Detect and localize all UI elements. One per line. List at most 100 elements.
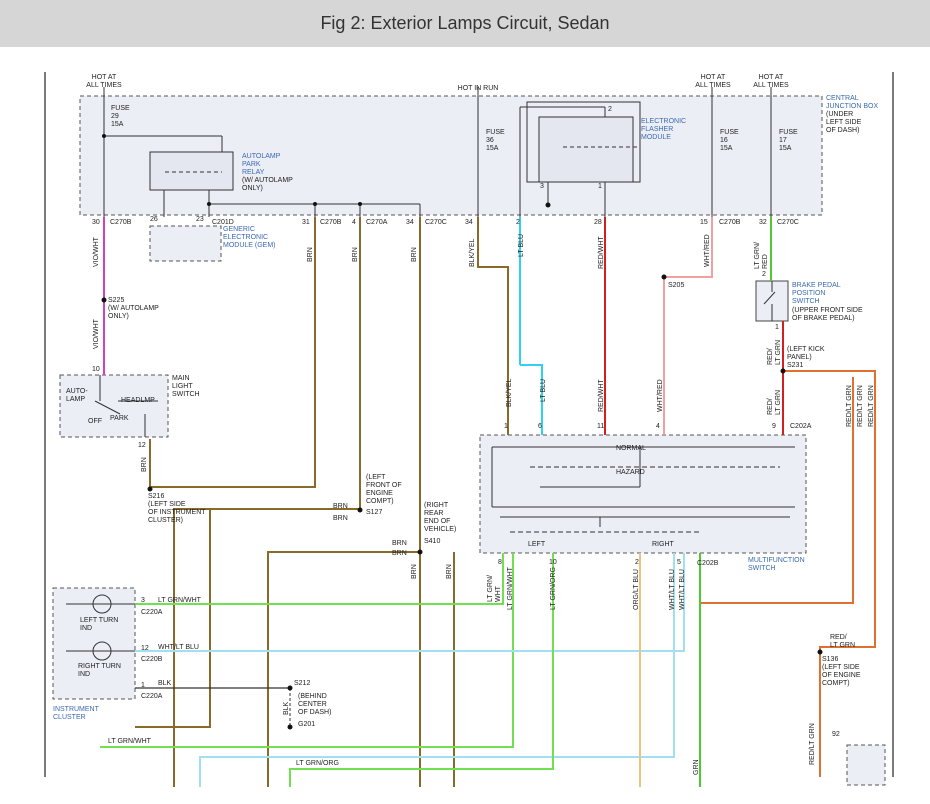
wires-brn-7-label: BRN (392, 540, 407, 547)
wires-wht_red-2-label: WHT/RED (657, 379, 664, 412)
instrument-cluster-box (52, 587, 136, 700)
wires-red_lt_grn-2-label: RED/LT GRN (767, 390, 782, 415)
pins-p10-label: 10 (92, 366, 100, 373)
components-left-label: LEFT (528, 541, 546, 548)
wire-wht-lt-blu (135, 553, 685, 652)
splices-g201-label: G201 (298, 721, 315, 728)
wires-brn-8-label: BRN (392, 550, 407, 557)
wires-blk_yel-2-label: BLK/YEL (506, 378, 513, 407)
wires-blk-label: BLK (158, 680, 172, 687)
pins-p34a-label: 34 (406, 219, 414, 226)
wires-red_lt_grn_single-4-label: RED/LT GRN (809, 723, 816, 765)
wires-vio_wht-label: VIO/WHT (93, 236, 100, 267)
bottom-right-box (846, 744, 886, 786)
pins-p3b-label: 3 (141, 597, 145, 604)
wire-wht-lt-blu-2 (199, 553, 675, 787)
pins-p4b-label: 4 (656, 423, 660, 430)
pins-p12-label: 12 (138, 442, 146, 449)
wires-lt_blu-2-label: LT BLU (540, 379, 547, 402)
pins-p2d-label: 2 (762, 271, 766, 278)
splices-s231-label: S231 (787, 362, 803, 369)
wires-brn-10-label: BRN (446, 564, 453, 579)
wires-red_wht-label: RED/WHT (598, 236, 605, 269)
pins-p2-label: 2 (516, 219, 520, 226)
wire-lt-blu-2 (520, 364, 543, 435)
components-off_pos-label: OFF (88, 418, 102, 425)
connectors-c202b-label: C202B (697, 560, 719, 567)
wires-lt_grn_wht-3-label: LT GRN/WHT (507, 566, 514, 610)
pins-p23-label: 23 (196, 216, 204, 223)
wires-vio_wht-2-label: VIO/WHT (93, 318, 100, 349)
pins-p32-label: 32 (759, 219, 767, 226)
pins-p28-label: 28 (594, 219, 602, 226)
pins-p30-label: 30 (92, 219, 100, 226)
pins-p1d-label: 1 (504, 423, 508, 430)
wire-brn-1 (149, 217, 316, 488)
wires-lt_grn_org-label: LT GRN/ORG (296, 760, 339, 767)
connectors-c201d-label: C201D (212, 219, 234, 226)
wires-blk-2-label: BLK (283, 701, 290, 715)
components-right-label: RIGHT (652, 541, 675, 548)
pins-p10b-label: 10 (549, 559, 557, 566)
wires-brn-2-label: BRN (352, 247, 359, 262)
components-autolamp_pos-label: AUTO-LAMP (66, 388, 88, 403)
wires-wht_lt_blu-label: WHT/LT BLU (158, 644, 199, 651)
components-park_pos-label: PARK (110, 415, 129, 422)
wires-wht_lt_blu-2-label: WHT/LT BLU (669, 569, 676, 610)
wires-wht_red-label: WHT/RED (704, 234, 711, 267)
wires-brn-label: BRN (307, 247, 314, 262)
flasher-inner-box (538, 116, 634, 183)
splices-s205-label: S205 (668, 282, 684, 289)
pins-p2c-label: 2 (635, 559, 639, 566)
connectors-c220a_2-label: C220A (141, 693, 163, 700)
connectors-c270c_1-label: C270C (425, 219, 447, 226)
pins-p31-label: 31 (302, 219, 310, 226)
wires-blk_yel-label: BLK/YEL (469, 238, 476, 267)
wires-red_lt_grn_single-2-label: RED/LT GRN (857, 385, 864, 427)
pins-p11-label: 11 (597, 423, 604, 430)
wires-brn-9-label: BRN (411, 564, 418, 579)
wire-s231 (783, 370, 876, 777)
connectors-c270b_2-label: C270B (320, 219, 342, 226)
indicator-bulbs (66, 594, 135, 661)
pins-p2b-label: 2 (608, 106, 612, 113)
wires-red_lt_grn-label: RED/LT GRN (767, 340, 782, 365)
splices-s212-label: S212 (294, 680, 310, 687)
pins-p12b-label: 12 (141, 645, 149, 652)
pins-p6-label: 6 (538, 423, 542, 430)
switch-symbols (94, 281, 795, 533)
pins-p26-label: 26 (150, 216, 158, 223)
pins-p9-label: 9 (772, 423, 776, 430)
wire-lt-grn-wht-1 (135, 553, 504, 605)
autolamp-relay-box (149, 151, 234, 191)
main-light-switch-box (59, 374, 169, 438)
splices-s225-label: S225 (108, 297, 124, 304)
wires-red_lt_grn_h-label: RED/LT GRN (830, 634, 855, 649)
page-title: Fig 2: Exterior Lamps Circuit, Sedan (320, 13, 610, 33)
connectors-c270b_3-label: C270B (719, 219, 741, 226)
wires-lt_grn_wht_v-label: LT GRN/WHT (487, 575, 502, 602)
wires-lt_grn_wht-2-label: LT GRN/WHT (108, 738, 152, 745)
wires-brn-6-label: BRN (333, 515, 348, 522)
wire-wht-red (663, 217, 713, 435)
connectors-c270a-label: C270A (366, 219, 388, 226)
wires-lt_grn_org-2-label: LT GRN/ORG (550, 567, 557, 610)
wires-wht_lt_blu-3-label: WHT/LT BLU (679, 569, 686, 610)
wires-org_lt_blu-label: ORG/LT BLU (633, 569, 640, 610)
splice-dots (101, 134, 823, 730)
